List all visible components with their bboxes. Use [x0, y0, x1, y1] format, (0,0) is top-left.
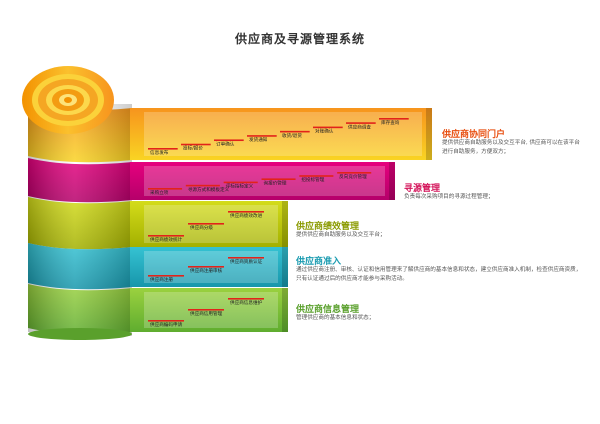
step-bar	[247, 135, 277, 137]
band-title-performance: 供应商绩效管理	[296, 222, 360, 232]
step-label: 供应商信用管理	[190, 310, 223, 317]
step-label: 供应商绩效统计	[150, 236, 183, 243]
step-label: 采购立项	[150, 189, 169, 196]
step-bar	[228, 257, 264, 259]
band-title-info: 供应商信息管理	[296, 305, 360, 315]
step-bar	[148, 148, 178, 150]
ribbon-panel-sourcing	[144, 166, 385, 196]
band-description-performance: 提供供应商自助服务以及交互平台；	[296, 232, 386, 238]
scroll-cylinder	[28, 104, 132, 340]
step-label: 信息发布	[150, 149, 169, 156]
step-bar	[223, 181, 258, 184]
ribbon-panel-portal	[144, 112, 422, 156]
step-label: 寻源方式和模板定义	[188, 186, 230, 193]
step-bar	[188, 223, 224, 225]
step-bar	[299, 175, 334, 177]
step-label: 供应商调查	[348, 123, 371, 130]
step-label: 招投标管理	[301, 176, 324, 183]
ribbon-end-portal	[426, 108, 432, 160]
step-label: 发货通知	[249, 136, 268, 143]
ribbon-end-admission	[282, 247, 288, 287]
cylinder-shading	[28, 104, 132, 336]
step-bar	[188, 266, 224, 268]
band-description-portal: 提供供应商自助服务以及交互平台, 供应商可以在该平台进行自助服务，方便双方；	[442, 140, 580, 155]
step-bar	[148, 188, 183, 190]
step-label: 询报价管理	[264, 179, 287, 186]
step-bar	[280, 130, 310, 133]
diagram-title: 供应商及寻源管理系统	[234, 32, 365, 46]
step-bar	[188, 309, 224, 311]
step-bar	[185, 184, 220, 187]
step-label: 反向竞价管理	[339, 173, 367, 180]
scroll-roll-top	[22, 66, 114, 134]
step-label: 供应商绩效改进	[230, 212, 263, 219]
step-bar	[261, 178, 296, 180]
step-label: 供应商注册审核	[190, 267, 223, 274]
step-label: 订单确认	[216, 140, 235, 147]
cylinder-bottom	[28, 328, 132, 340]
step-bar	[313, 126, 343, 129]
step-bar	[181, 143, 211, 146]
ribbon-end-sourcing	[389, 162, 395, 200]
step-label: 供应商注册	[150, 276, 173, 283]
ribbon-end-info	[282, 288, 288, 332]
step-label: 对账确认	[315, 128, 334, 135]
ribbon-portal	[130, 108, 432, 160]
step-label: 供应商分级	[190, 224, 213, 231]
step-bar	[148, 275, 184, 277]
ribbon-end-performance	[282, 201, 288, 247]
band-description-admission: 通过供应商注册、审核、认证和信用管理来了解供应商的基本信息和状态，建立供应商准入…	[296, 267, 582, 282]
step-label: 评标指标定义	[226, 183, 254, 190]
step-label: 库存查询	[381, 119, 400, 126]
ribbon-sourcing	[130, 162, 395, 200]
band-title-admission: 供应商准入	[296, 257, 342, 267]
step-label: 供应商编码申请	[150, 321, 183, 328]
step-label: 投标/报价	[183, 145, 203, 152]
step-bar	[214, 139, 244, 142]
step-bar	[346, 122, 376, 124]
step-bar	[148, 235, 184, 237]
step-label: 供应商资质认证	[230, 258, 263, 265]
band-title-portal: 供应商协同门户	[442, 130, 506, 140]
band-description-info: 管理供应商的基本信息和状态；	[296, 315, 375, 321]
band-title-sourcing: 寻源管理	[404, 184, 441, 194]
step-bar	[337, 172, 372, 174]
step-bar	[148, 320, 184, 322]
band-description-sourcing: 负责每次采购项目的寻源过程管理；	[404, 194, 494, 200]
step-bar	[228, 298, 264, 300]
step-bar	[228, 211, 264, 213]
step-label: 供应商信息维护	[230, 299, 263, 306]
band-portal: 信息发布 投标/报价 订单确认 发货通知 收货/退货 对账确认 供应商调查 库存查询	[130, 108, 432, 160]
step-label: 收货/退货	[282, 132, 302, 139]
step-bar	[379, 118, 409, 120]
